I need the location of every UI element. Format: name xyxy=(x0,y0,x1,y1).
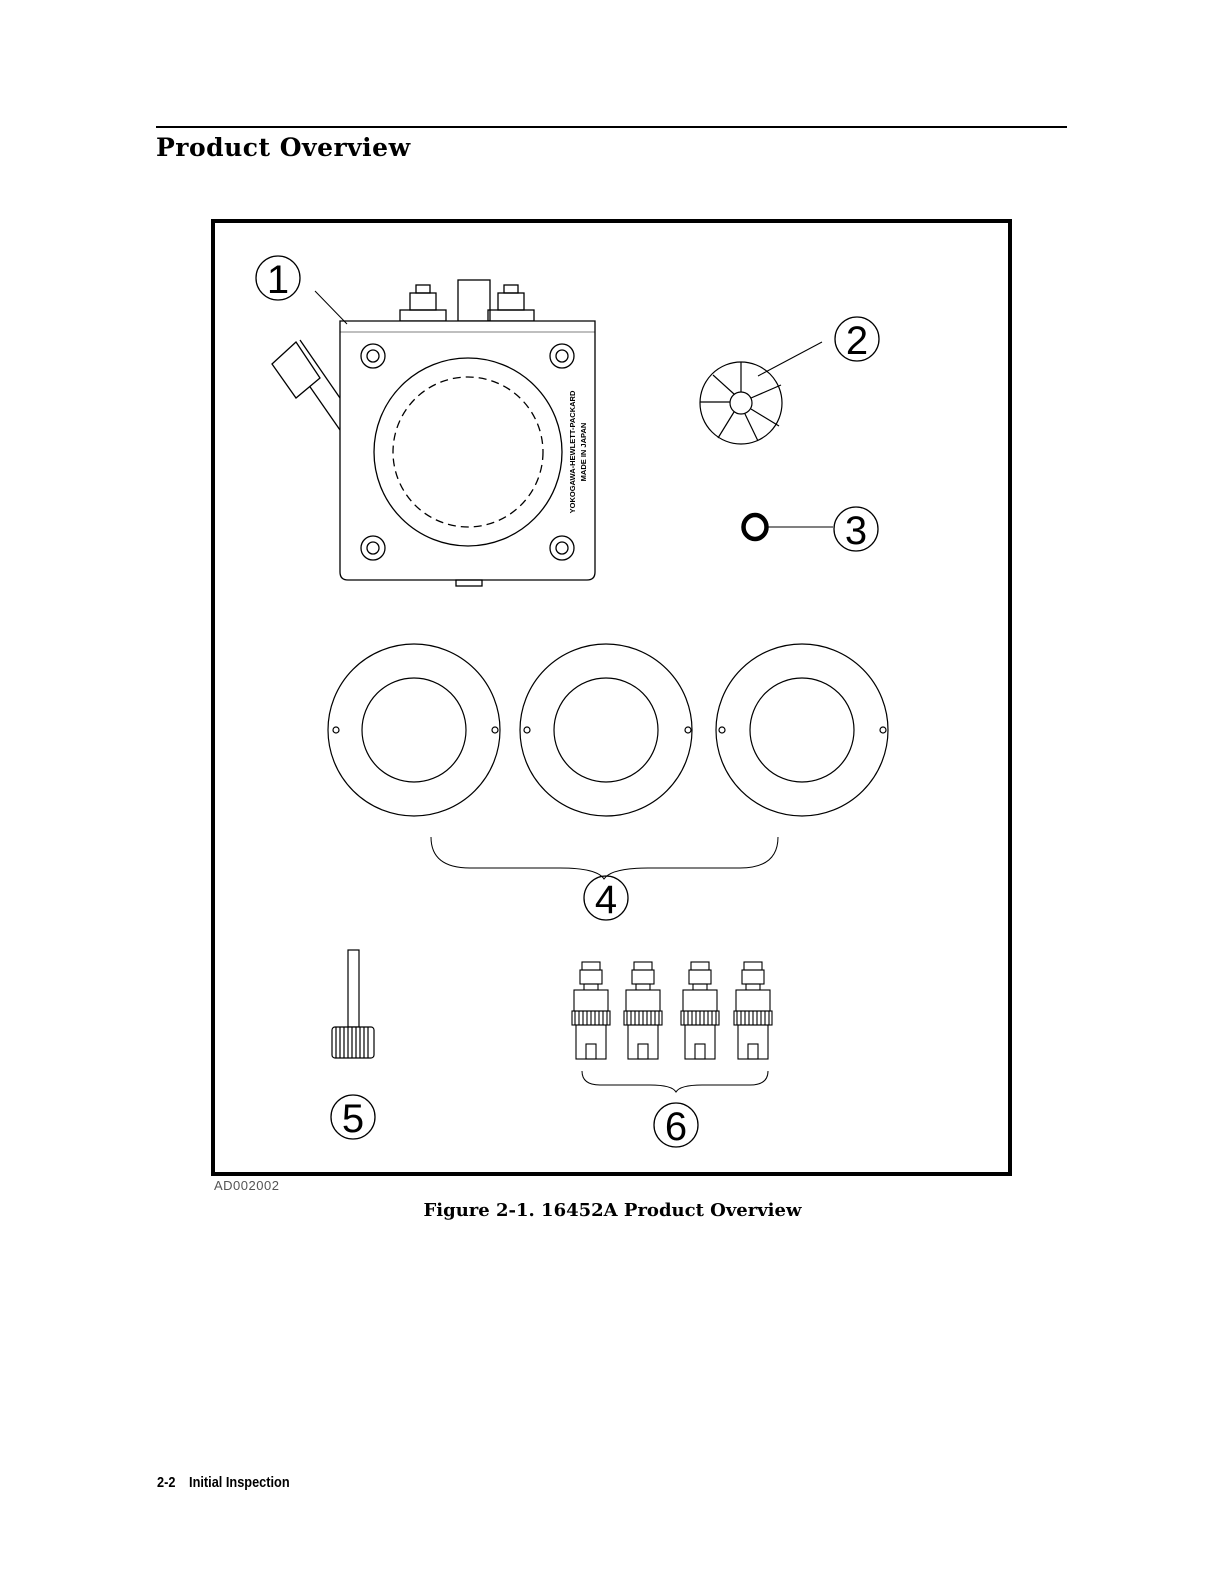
adapter-4 xyxy=(734,962,772,1059)
callout-4: 4 xyxy=(584,876,628,922)
callout-number: 4 xyxy=(595,878,617,922)
callout-number: 3 xyxy=(845,509,867,553)
fixture-label-line2: MADE IN JAPAN xyxy=(579,423,588,482)
test-fixture-illustration xyxy=(272,280,595,586)
adapter-3 xyxy=(681,962,719,1059)
callout-2: 2 xyxy=(835,317,879,363)
callout-3: 3 xyxy=(834,507,878,553)
item-3-oring-illustration xyxy=(744,515,834,539)
footer-page-number: 2-2 xyxy=(157,1474,175,1491)
item-4-rings-illustration xyxy=(328,644,888,879)
item-2-illustration xyxy=(700,342,822,444)
item-5-thumbscrew-illustration xyxy=(332,950,374,1058)
callout-number: 1 xyxy=(267,258,289,302)
callout-1: 1 xyxy=(256,256,300,302)
figure-caption: Figure 2-1. 16452A Product Overview xyxy=(0,1200,1225,1221)
callout-5: 5 xyxy=(331,1095,375,1141)
callout-6: 6 xyxy=(654,1103,698,1149)
callout-number: 6 xyxy=(665,1105,687,1149)
fixture-label-line1: YOKOGAWA-HEWLETT-PACKARD xyxy=(568,390,577,513)
adapter-1 xyxy=(572,962,610,1059)
callout-number: 2 xyxy=(846,319,868,363)
callout-number: 5 xyxy=(342,1097,364,1141)
item-6-adapters-illustration xyxy=(572,962,772,1092)
page-footer: 2-2 Initial Inspection xyxy=(157,1474,290,1491)
adapter-2 xyxy=(624,962,662,1059)
figure-id: AD002002 xyxy=(214,1178,279,1193)
footer-section-name: Initial Inspection xyxy=(189,1474,290,1491)
